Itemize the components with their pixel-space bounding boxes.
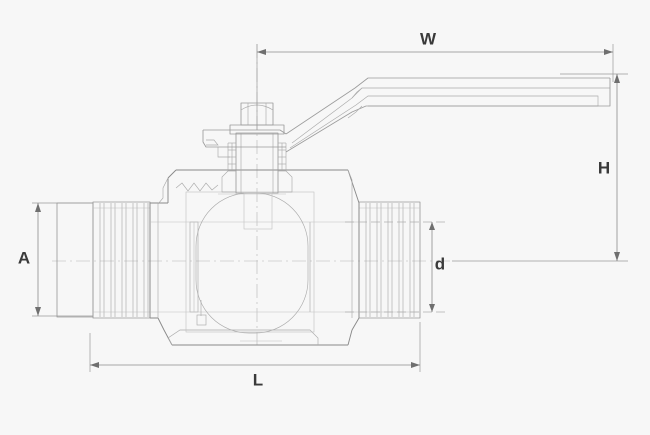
stem-tang <box>243 192 273 230</box>
handle-outer-top <box>202 130 286 148</box>
handle-hub-base <box>217 147 230 158</box>
dimension-L: L <box>89 322 421 389</box>
dimension-W-arrow-left <box>257 49 266 55</box>
centerline-group <box>52 44 450 345</box>
right-threaded-end <box>358 201 421 319</box>
handle-top-edge <box>203 129 287 135</box>
body-cavity <box>185 191 315 333</box>
dimension-H: H <box>452 73 628 262</box>
dimension-d: d <box>345 221 448 313</box>
dimension-label-A: A <box>18 248 30 267</box>
body-right-shoulder <box>347 169 353 318</box>
dimension-d-arrow-top <box>429 222 435 230</box>
left-end-plain-body <box>56 202 94 318</box>
dimension-d-arrow-bottom <box>429 304 435 312</box>
dimension-label-W: W <box>420 29 437 48</box>
right-end-thread-body <box>358 201 421 319</box>
body-bottom-base <box>167 329 319 346</box>
body-break-line <box>175 182 219 192</box>
dimension-label-L: L <box>253 370 263 389</box>
bonnet-right-shoulder <box>278 170 293 193</box>
dimension-L-arrow-left <box>90 362 99 368</box>
dimension-A-arrow-top <box>35 203 41 212</box>
handle-bend-notch-upper <box>351 87 363 99</box>
dimension-H-arrow-bottom <box>614 252 620 261</box>
dimension-L-arrow-right <box>411 362 420 368</box>
handle-arm-upper <box>285 77 610 135</box>
dimension-A-arrow-bottom <box>35 307 41 316</box>
dimension-label-H: H <box>598 158 610 177</box>
valve-body <box>149 169 360 346</box>
body-left-shoulder <box>157 177 169 318</box>
handle-hub-detail <box>206 139 219 146</box>
dimension-W: W <box>256 29 614 130</box>
bonnet-left-shoulder <box>221 170 236 193</box>
dimension-A: A <box>18 202 93 317</box>
dimension-H-arrow-top <box>614 74 620 83</box>
handle-arm-upper-inner <box>291 87 610 144</box>
handle-bend-notch-lower <box>347 105 363 119</box>
handle-lever <box>202 77 611 158</box>
dimension-label-d: d <box>435 254 445 273</box>
valve-body-outline <box>149 169 360 346</box>
stem-packing-right <box>278 142 287 172</box>
handle-arm-lower <box>285 78 611 153</box>
left-threaded-end <box>56 201 151 319</box>
left-end-thread-body <box>92 201 151 319</box>
drain-plug <box>196 314 207 326</box>
dimension-W-arrow-right <box>604 49 613 55</box>
stem <box>221 132 293 230</box>
